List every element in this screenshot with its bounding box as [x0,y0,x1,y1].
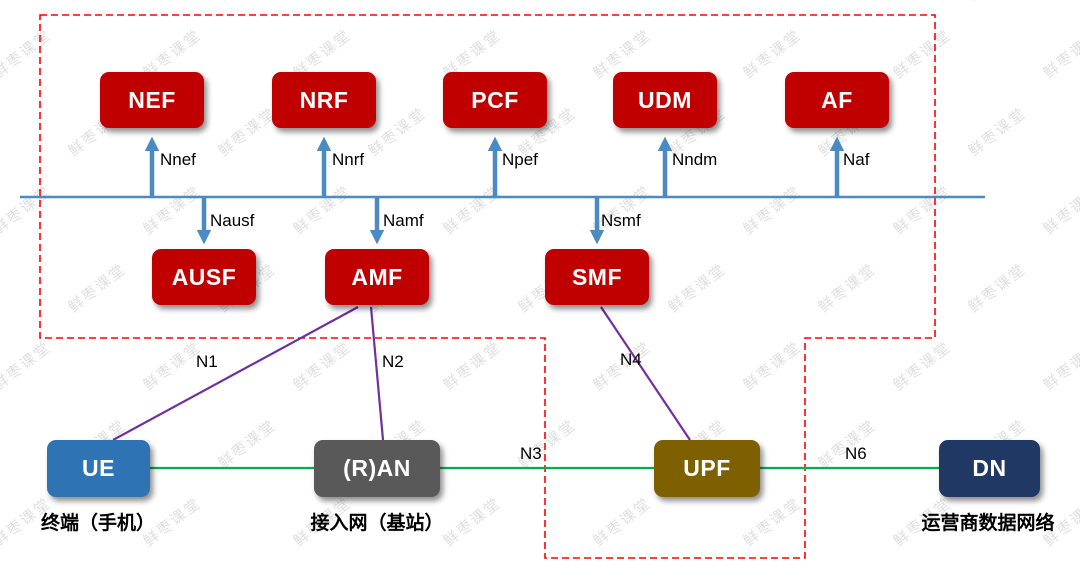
interface-label-naf: Naf [843,150,870,169]
node-upf-label: UPF [683,455,731,481]
interface-label-nndm: Nndm [672,150,718,169]
node-udm: UDM [613,72,717,128]
node-smf: SMF [545,249,649,305]
interface-label-n6: N6 [845,444,867,463]
interface-label-nnrf: Nnrf [332,150,365,169]
node-amf-label: AMF [351,263,403,290]
link-n4-line [600,306,691,441]
node-udm-label: UDM [638,86,692,113]
node-nef: NEF [100,72,204,128]
node-dn-label: DN [972,455,1007,481]
interface-label-nnef: Nnef [160,150,196,169]
interface-label-n3: N3 [520,444,542,463]
node-pcf: PCF [443,72,547,128]
core-network-boundary [39,14,936,559]
interface-label-npef: Npef [502,150,538,169]
node-ran: (R)AN [314,440,440,497]
node-ran-label: (R)AN [343,455,411,481]
interface-label-nausf: Nausf [210,211,255,230]
interface-label-n2: N2 [382,352,404,371]
node-nrf-label: NRF [299,86,349,113]
caption-ran: 接入网（基站） [310,513,444,534]
node-nef-label: NEF [128,86,176,113]
node-upf: UPF [654,440,760,497]
interface-label-nsmf: Nsmf [601,211,641,230]
node-nrf: NRF [272,72,376,128]
node-smf-label: SMF [571,263,623,290]
node-af-label: AF [821,86,853,113]
node-ausf: AUSF [152,249,256,305]
node-amf: AMF [325,249,429,305]
node-pcf-label: PCF [471,86,519,113]
node-dn: DN [939,440,1040,497]
caption-dn: 运营商数据网络 [921,513,1055,534]
link-n1-line [112,306,359,441]
interface-label-n1: N1 [196,352,218,371]
node-ue: UE [47,440,150,497]
caption-ue: 终端（手机） [40,513,155,534]
interface-label-namf: Namf [383,211,424,230]
interface-label-n4: N4 [620,350,642,369]
node-af: AF [785,72,889,128]
link-n2-line [369,306,385,441]
node-ausf-label: AUSF [171,263,237,290]
node-ue-label: UE [82,455,115,481]
